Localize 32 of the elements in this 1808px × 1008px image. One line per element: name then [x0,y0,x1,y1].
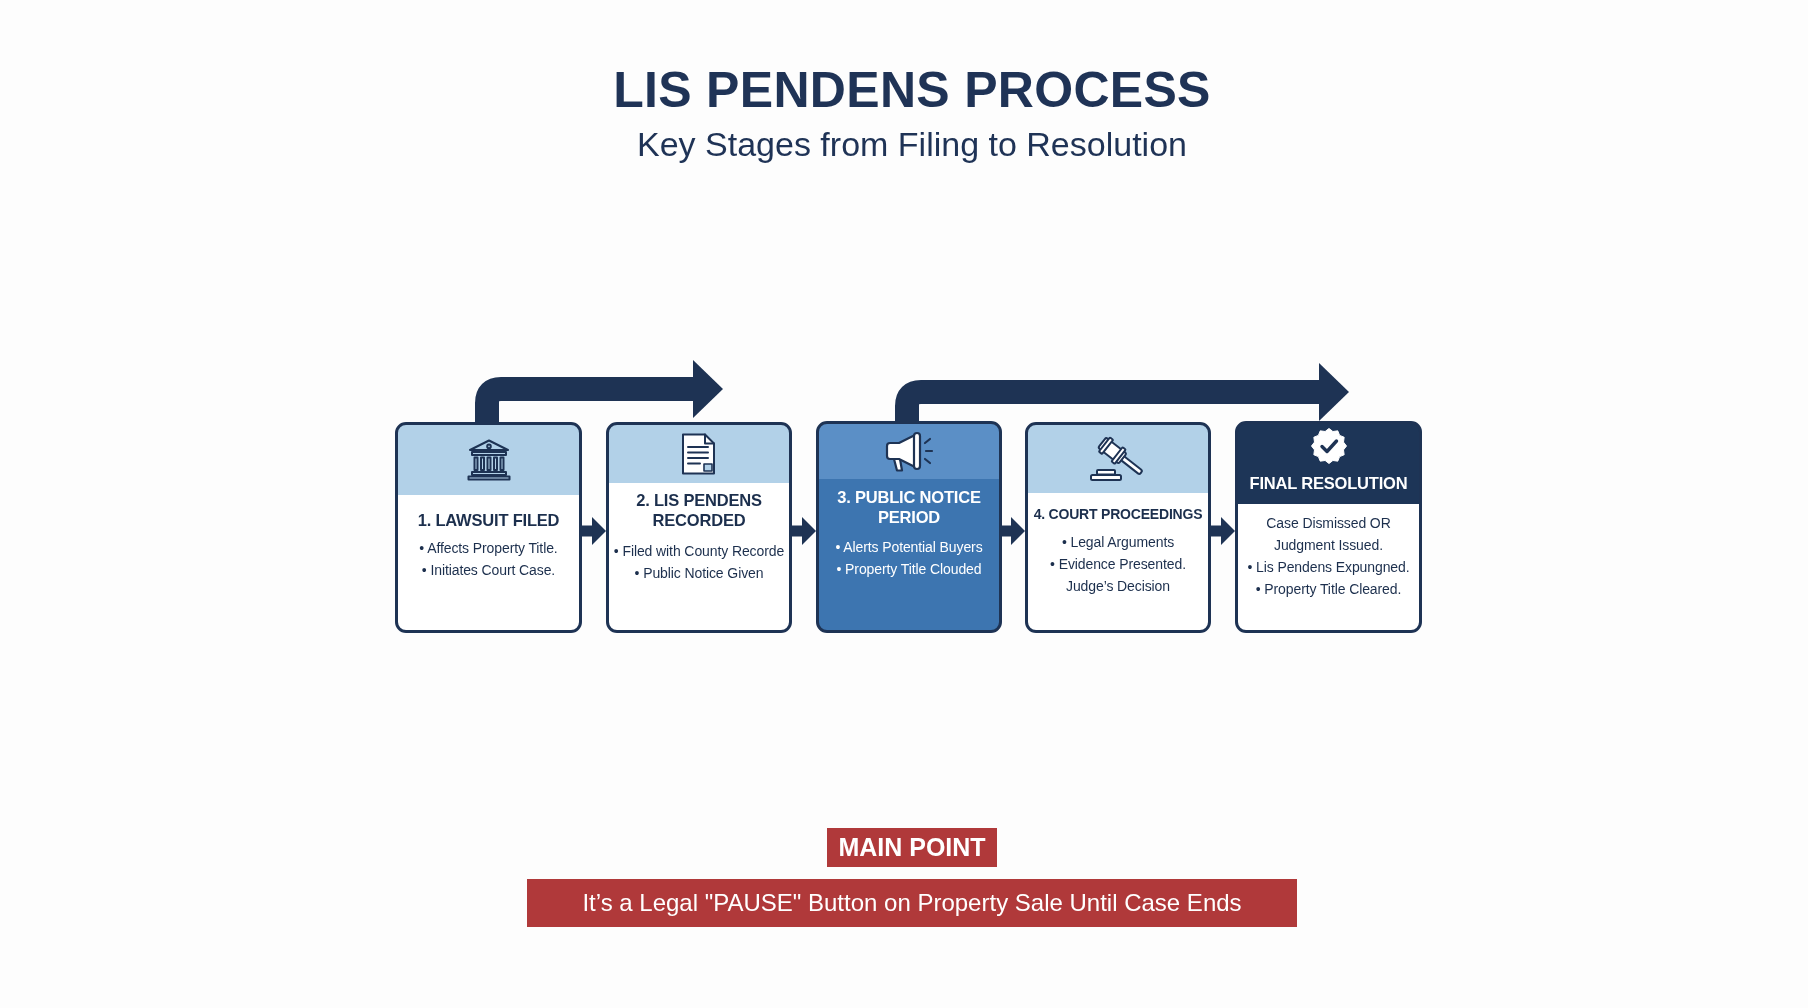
arrow [792,517,816,545]
step-detail: • Affects Property Title. [419,539,558,558]
step-title: 1. LAWSUIT FILED [417,510,560,530]
step-title: FINAL RESOLUTION [1249,473,1408,493]
thick-arrow [475,360,723,422]
section-heading: MAIN POINT [827,828,997,867]
step-title: 3. PUBLIC NOTICE PERIOD [836,487,982,527]
step-title: 4. COURT PROCEEDINGS [1033,505,1203,524]
thick-arrow [895,363,1349,421]
step-detail: • Public Notice Given [634,564,764,583]
step-detail: • Property Title Cleared. [1255,580,1402,599]
step-detail: • Evidence Presented. [1050,555,1186,574]
step-title: 2. LIS PENDENS RECORDED [635,490,763,530]
step-card [606,422,792,633]
step-detail: • Initiates Court Case. [421,561,556,580]
arrow [582,517,606,545]
step-card [1025,422,1211,633]
diagram-subtitle: Key Stages from Filing to Resolution [637,124,1187,164]
arrow [1002,517,1025,545]
key-message-banner: It’s a Legal "PAUSE" Button on Property Sale Until Case Ends [527,879,1297,927]
step-card [816,421,1002,633]
arrow [1211,517,1235,545]
step-detail: • Property Title Clouded [836,560,982,579]
step-detail: Case Dismissed OR Judgment Issued. [1265,514,1392,555]
diagram-title: LIS PENDENS PROCESS [613,62,1211,118]
step-card [1235,421,1422,633]
step-detail: • Filed with County Recorde [613,542,785,561]
step-detail: • Lis Pendens Expungned. [1247,558,1410,577]
step-detail: Judge’s Decision [1066,577,1170,596]
step-card [395,422,582,633]
step-detail: • Legal Arguments [1061,533,1175,552]
step-detail: • Alerts Potential Buyers [835,538,983,557]
